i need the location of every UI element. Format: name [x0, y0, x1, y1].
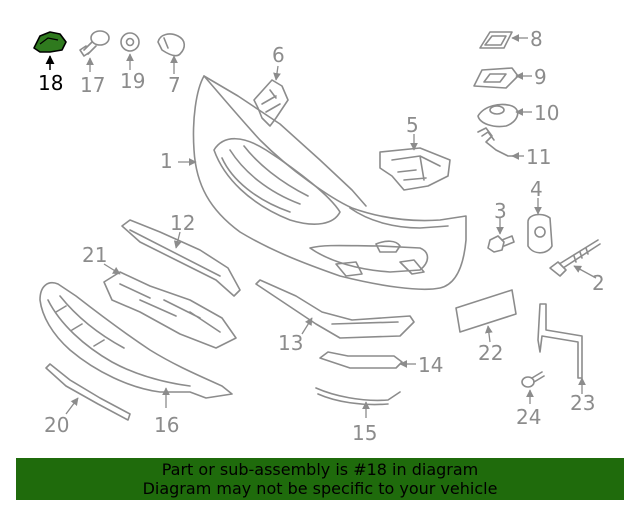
- callout-18[interactable]: 18: [38, 71, 63, 95]
- part-13-moulding[interactable]: 13: [255, 279, 415, 355]
- callout-6[interactable]: 6: [272, 43, 285, 67]
- callout-17[interactable]: 17: [80, 73, 105, 97]
- part-14-trim[interactable]: 14: [319, 351, 443, 377]
- callout-15[interactable]: 15: [352, 421, 377, 445]
- part-7-cap[interactable]: 7: [157, 33, 186, 97]
- part-12-upper-strip[interactable]: 12: [121, 211, 241, 297]
- callout-12[interactable]: 12: [170, 211, 195, 235]
- part-17-screw[interactable]: 17: [79, 30, 110, 97]
- callout-8[interactable]: 8: [530, 27, 543, 51]
- callout-23[interactable]: 23: [570, 391, 595, 415]
- callout-4[interactable]: 4: [530, 177, 543, 201]
- part-8-trim[interactable]: 8: [479, 27, 543, 51]
- part-15-trim[interactable]: 15: [315, 387, 401, 445]
- callout-9[interactable]: 9: [534, 65, 547, 89]
- part-4-sensor[interactable]: 4: [527, 177, 553, 254]
- callout-1[interactable]: 1: [160, 149, 173, 173]
- callout-10[interactable]: 10: [534, 101, 559, 125]
- callout-3[interactable]: 3: [494, 199, 507, 223]
- part-5-bracket[interactable]: 5: [379, 113, 451, 191]
- part-9-cover[interactable]: 9: [473, 65, 547, 89]
- part-22-plate-bracket[interactable]: 22: [455, 289, 517, 365]
- callout-19[interactable]: 19: [120, 69, 145, 93]
- callout-7[interactable]: 7: [168, 73, 181, 97]
- callout-11[interactable]: 11: [526, 145, 551, 169]
- part-20-trim-strip[interactable]: 20: [44, 363, 131, 437]
- banner-line-2: Diagram may not be specific to your vehi…: [142, 479, 498, 498]
- part-24-screw[interactable]: 24: [516, 371, 545, 429]
- callout-20[interactable]: 20: [44, 413, 69, 437]
- part-18-clip-highlighted[interactable]: 18: [33, 31, 67, 95]
- part-11-harness[interactable]: 11: [477, 127, 551, 169]
- part-23-bracket[interactable]: 23: [537, 303, 595, 415]
- callout-22[interactable]: 22: [478, 341, 503, 365]
- part-2-stud[interactable]: 2: [549, 239, 605, 295]
- part-10-sensor-holder[interactable]: 10: [477, 101, 559, 128]
- callout-5[interactable]: 5: [406, 113, 419, 137]
- callout-14[interactable]: 14: [418, 353, 443, 377]
- callout-16[interactable]: 16: [154, 413, 179, 437]
- callout-21[interactable]: 21: [82, 243, 107, 267]
- part-21-lower-bracket[interactable]: 21: [82, 243, 237, 349]
- part-3-bolt[interactable]: 3: [487, 199, 515, 253]
- callout-2[interactable]: 2: [592, 271, 605, 295]
- part-1-bumper-cover[interactable]: 1: [160, 75, 467, 291]
- info-banner: Part or sub-assembly is #18 in diagram D…: [16, 458, 624, 500]
- part-6-bracket[interactable]: 6: [253, 43, 289, 127]
- part-16-spoiler[interactable]: 16: [39, 282, 233, 437]
- banner-line-1: Part or sub-assembly is #18 in diagram: [161, 460, 479, 479]
- part-19-washer[interactable]: 19: [120, 32, 145, 93]
- callout-24[interactable]: 24: [516, 405, 541, 429]
- callout-13[interactable]: 13: [278, 331, 303, 355]
